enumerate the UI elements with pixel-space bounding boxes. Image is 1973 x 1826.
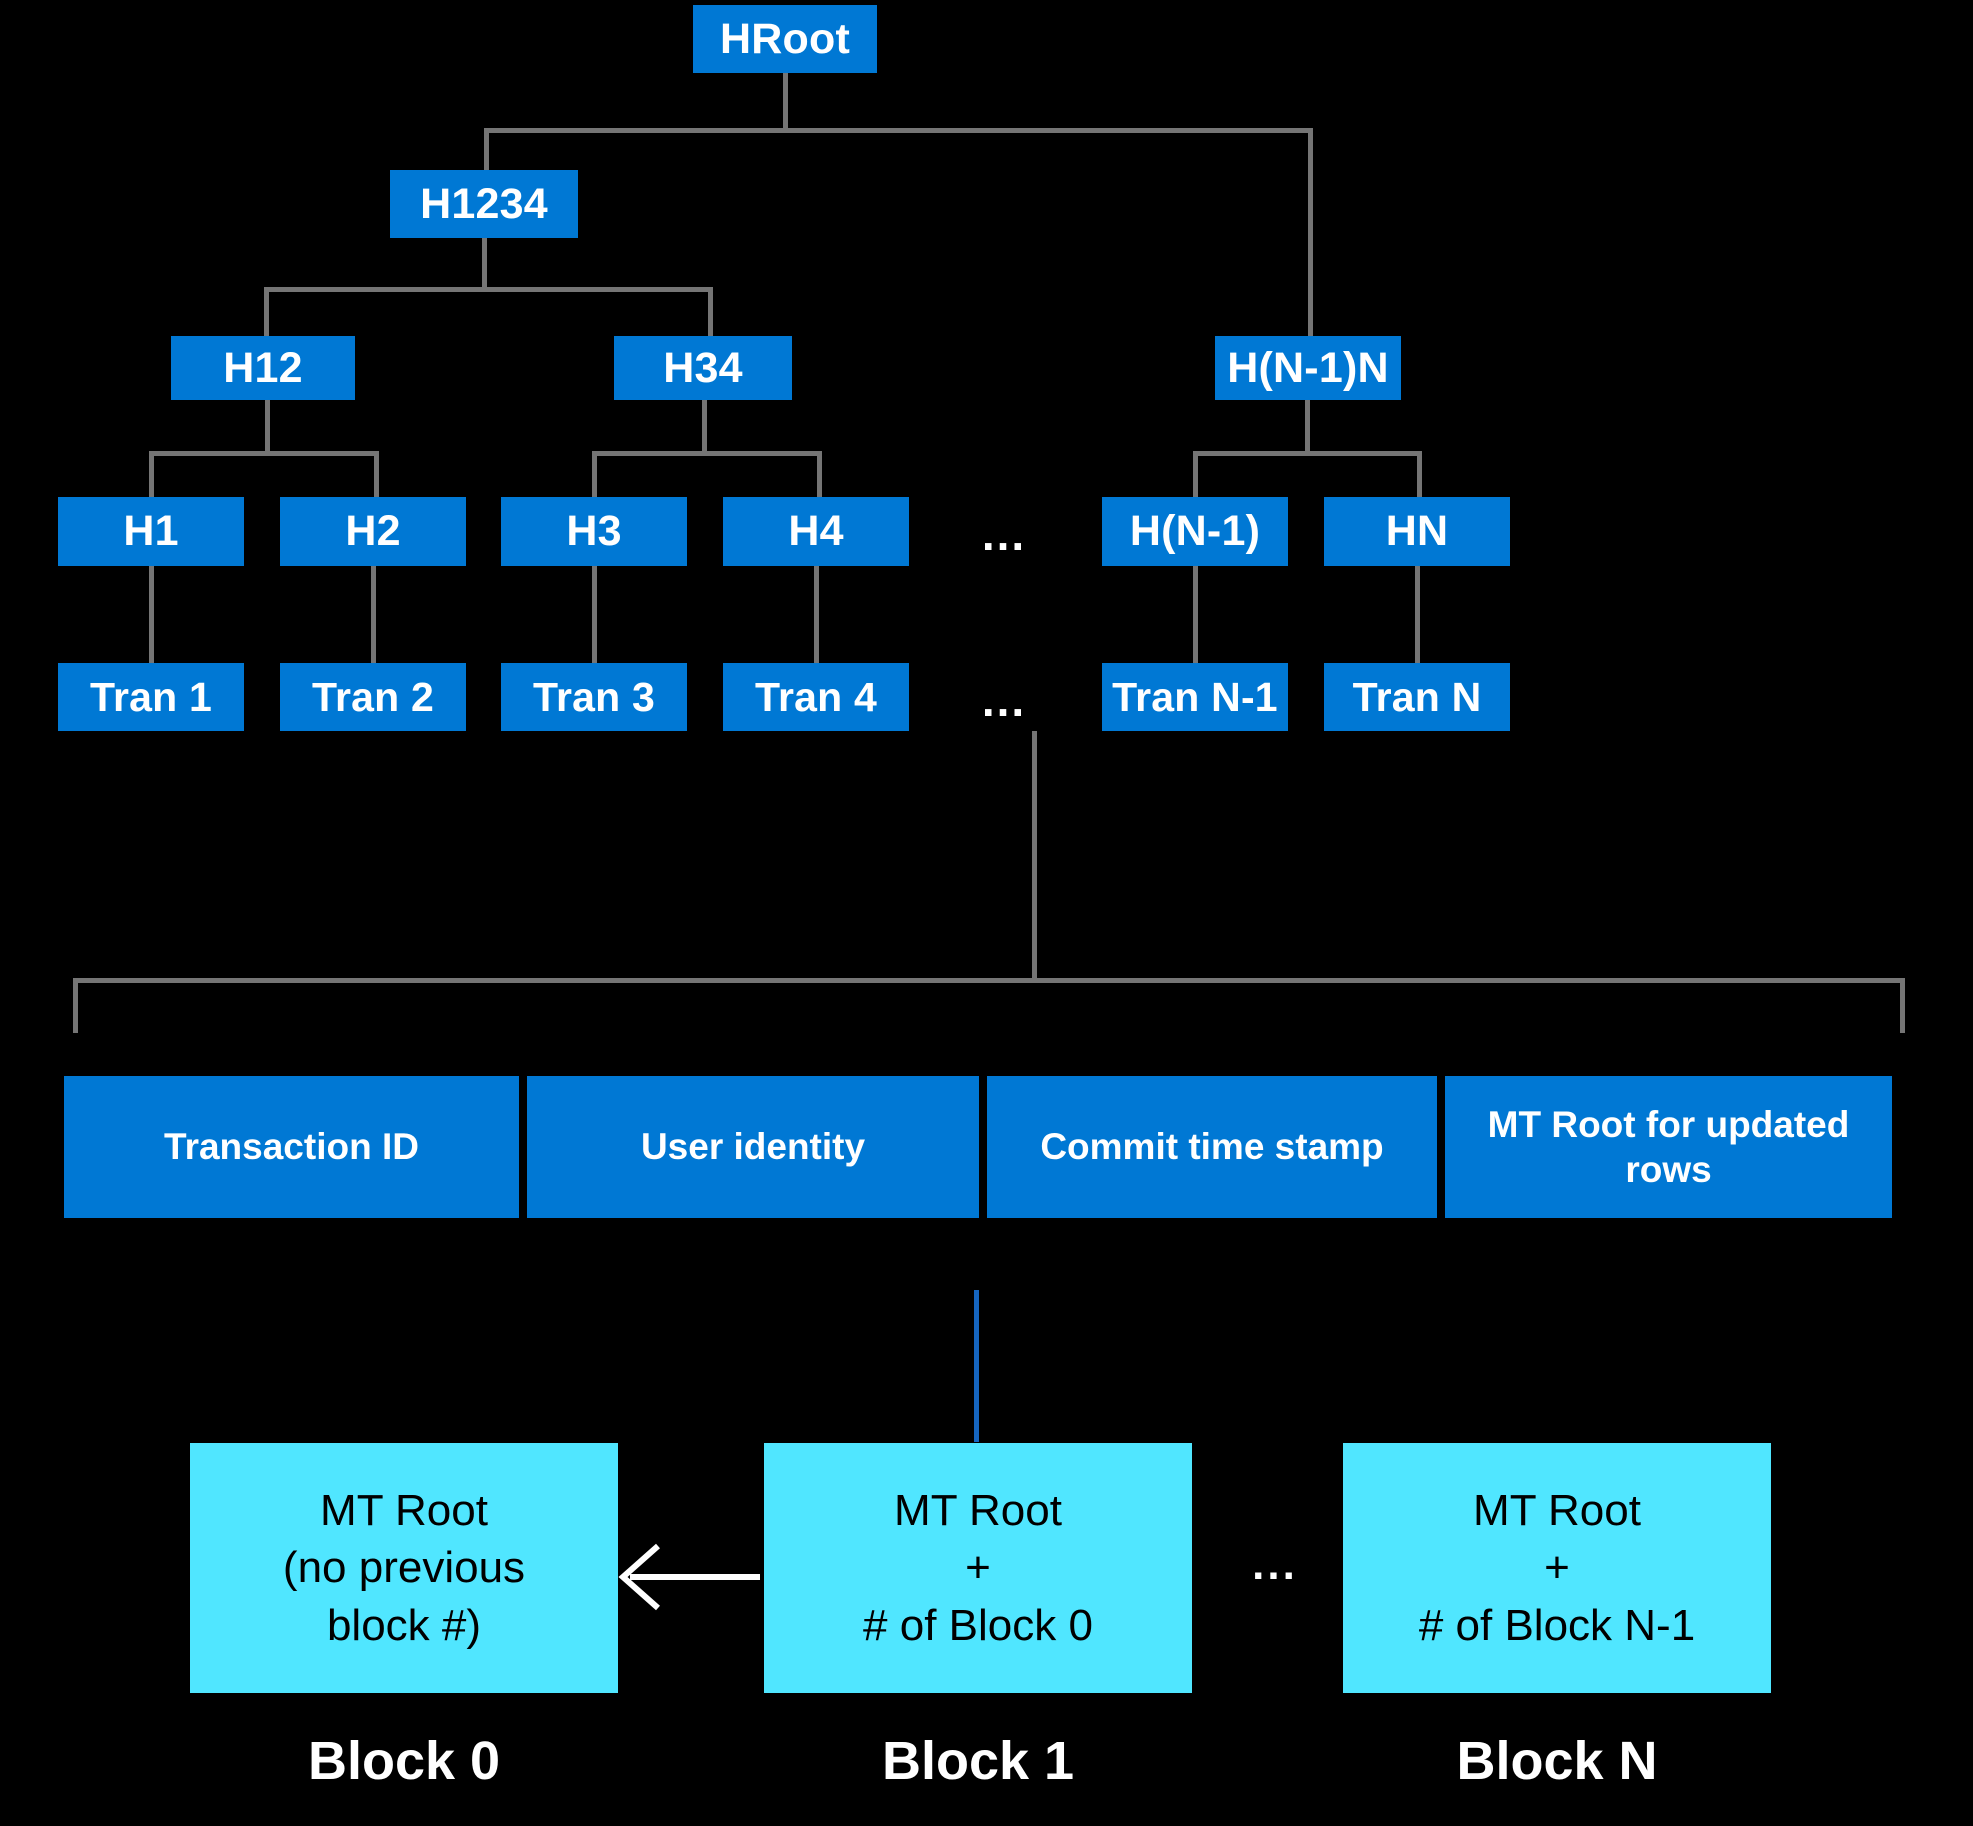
record-bracket-left-leg [73, 978, 78, 1033]
field-mt-root-updated-rows[interactable]: MT Root for updated rows [1445, 1076, 1892, 1218]
node-h34[interactable]: H34 [614, 336, 792, 400]
connector-h1234-bus-right [708, 287, 713, 336]
node-h1[interactable]: H1 [58, 497, 244, 566]
connector-h12-bus-left [149, 451, 154, 497]
block-n-caption: Block N [1456, 1731, 1658, 1791]
block-1-line-1: MT Root [894, 1486, 1062, 1536]
node-tran-n-1[interactable]: Tran N-1 [1102, 663, 1288, 731]
node-hn1n[interactable]: H(N-1)N [1215, 336, 1401, 400]
block-0-line-2: (no previous [282, 1543, 526, 1593]
block-n-line-3: # of Block N-1 [1418, 1600, 1696, 1650]
block-1-line-3: # of Block 0 [863, 1600, 1093, 1650]
connector-h3-tran3 [592, 566, 597, 663]
field-user-identity[interactable]: User identity [527, 1076, 979, 1218]
node-tran-3[interactable]: Tran 3 [501, 663, 687, 731]
node-h3[interactable]: H3 [501, 497, 687, 566]
node-tran-4[interactable]: Tran 4 [723, 663, 909, 731]
connector-hn-trann [1415, 566, 1420, 663]
connector-root-bus-right [1308, 128, 1313, 336]
blockchain-ellipsis: ... [1252, 1540, 1298, 1589]
block-0-caption: Block 0 [307, 1731, 501, 1791]
node-h4[interactable]: H4 [723, 497, 909, 566]
connector-hn-1-trann-1 [1193, 566, 1198, 663]
node-hn-1[interactable]: H(N-1) [1102, 497, 1288, 566]
connector-h4-tran4 [814, 566, 819, 663]
connector-h34-bus [592, 451, 822, 456]
record-bracket-right-leg [1900, 978, 1905, 1033]
node-h12[interactable]: H12 [171, 336, 355, 400]
block-1-box[interactable]: MT Root + # of Block 0 [764, 1443, 1192, 1693]
block-n-line-2: + [1544, 1543, 1570, 1593]
block-1-caption: Block 1 [881, 1731, 1075, 1791]
hash-row-ellipsis: ... [981, 508, 1027, 560]
block-0-line-1: MT Root [320, 1486, 488, 1536]
connector-h34-bus-right [817, 451, 822, 497]
connector-h34-down [702, 400, 707, 454]
node-tran-2[interactable]: Tran 2 [280, 663, 466, 731]
connector-hn1n-down [1305, 400, 1310, 454]
node-tran-1[interactable]: Tran 1 [58, 663, 244, 731]
field-transaction-id[interactable]: Transaction ID [64, 1076, 519, 1218]
block-1-line-2: + [965, 1543, 991, 1593]
connector-tran4-down [1032, 731, 1037, 980]
connector-hn1n-bus-left [1193, 451, 1198, 497]
record-bracket-bar [73, 978, 1905, 983]
connector-hn1n-bus [1193, 451, 1421, 456]
connector-root-bus [484, 128, 1313, 133]
node-hn[interactable]: HN [1324, 497, 1510, 566]
connector-hroot-down [783, 73, 788, 131]
tran-row-ellipsis: ... [981, 674, 1027, 726]
field-commit-time-stamp[interactable]: Commit time stamp [987, 1076, 1437, 1218]
connector-root-bus-left [484, 128, 489, 172]
connector-h1-tran1 [149, 566, 154, 663]
connector-h1234-down [482, 238, 487, 290]
connector-h12-bus [149, 451, 379, 456]
connector-record-to-block1 [974, 1290, 979, 1442]
connector-h1234-bus [264, 287, 713, 292]
node-tran-n[interactable]: Tran N [1324, 663, 1510, 731]
block-0-box[interactable]: MT Root (no previous block #) [190, 1443, 618, 1693]
arrow-block1-to-block0 [618, 1543, 760, 1611]
connector-h2-tran2 [371, 566, 376, 663]
connector-h12-bus-right [374, 451, 379, 497]
block-n-line-1: MT Root [1473, 1486, 1641, 1536]
block-n-box[interactable]: MT Root + # of Block N-1 [1343, 1443, 1771, 1693]
node-h2[interactable]: H2 [280, 497, 466, 566]
connector-h12-down [265, 400, 270, 454]
block-0-line-3: block #) [326, 1600, 482, 1650]
connector-h34-bus-left [592, 451, 597, 497]
connector-h1234-bus-left [264, 287, 269, 336]
node-h1234[interactable]: H1234 [390, 170, 578, 238]
connector-hn1n-bus-right [1417, 451, 1422, 497]
node-hroot[interactable]: HRoot [693, 5, 877, 73]
